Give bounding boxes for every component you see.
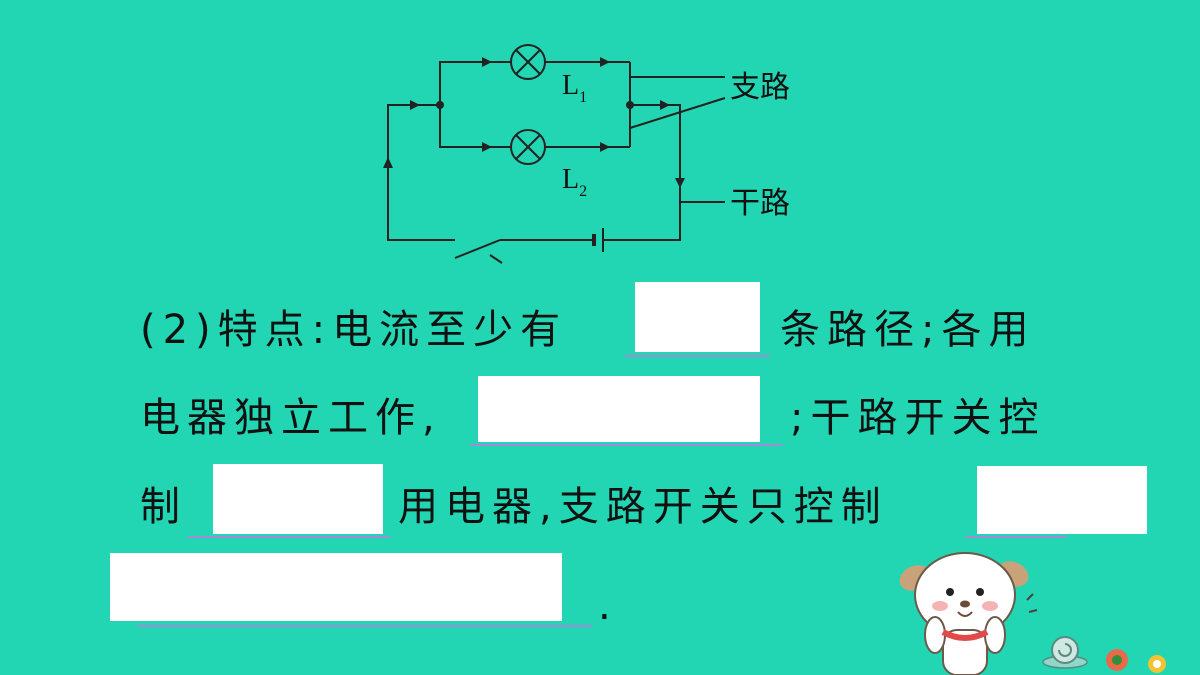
answer-blank-5-underline [137,625,592,627]
arrow-trunk-down [675,178,685,188]
trunk-wire-left [387,104,455,241]
answer-blank-1-underline [625,355,770,357]
answer-blank-3[interactable] [213,464,383,534]
lamp-l2-label: L2 [562,164,587,200]
trunk-wire-right [603,104,681,241]
lamp-l1-label: L1 [562,70,587,106]
branch-l1-wire [439,61,510,105]
sentence-period: . [598,583,618,629]
switch-blade [454,239,501,259]
branch-label-leader-2 [629,97,726,129]
arrow-trunk-in [410,100,420,110]
answer-blank-4[interactable] [977,466,1147,534]
arrow-left-up [383,157,393,168]
arrow-top-left [482,57,492,67]
text-line-2a: 电器独立工作, [140,395,442,441]
answer-blank-1[interactable] [635,282,760,352]
switch-contact [489,254,503,264]
text-line-3a: 制 [140,484,187,530]
puppy-decoration-icon [899,552,1166,675]
answer-blank-4-underline [965,536,1067,538]
text-line-2b: ;干路开关控 [790,395,1046,441]
arrow-bottom-left [482,142,492,152]
answer-blank-2[interactable] [478,376,760,442]
arrow-top-right [600,57,610,67]
lamp-l1 [510,44,546,80]
answer-blank-2-underline [470,444,782,446]
branch-l2-wire [439,105,510,148]
junction-right [626,101,634,109]
branch-label: 支路 [730,70,790,105]
junction-left [436,101,444,109]
arrow-junction-out [660,100,670,110]
answer-blank-3-underline [188,536,390,538]
parallel-circuit-diagram: L1 L2 支路 干路 [383,44,790,264]
trunk-label: 干路 [730,186,790,221]
answer-blank-5[interactable] [110,553,562,621]
arrow-bottom-right [600,142,610,152]
text-line-3b: 用电器,支路开关只控制 [398,484,888,530]
text-line-1b: 条路径;各用 [780,307,1036,353]
text-line-1a: (2)特点:电流至少有 [140,307,568,353]
lamp-l2 [510,129,546,165]
